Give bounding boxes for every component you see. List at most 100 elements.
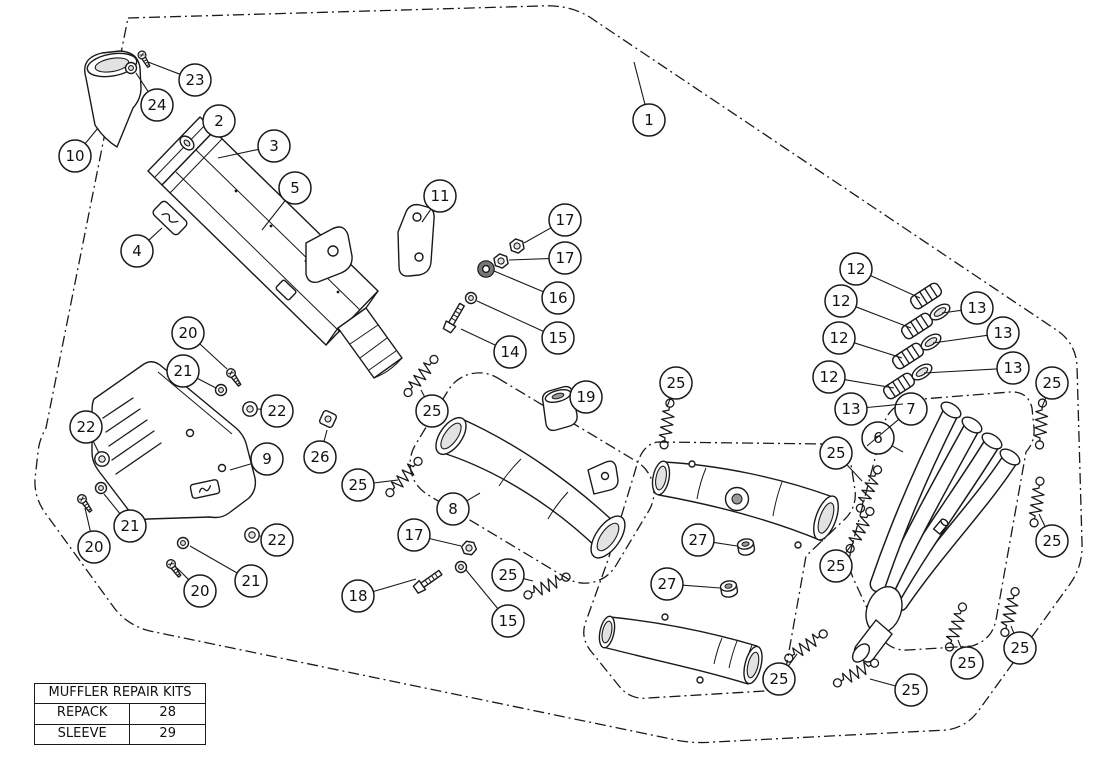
body-lower-seam — [175, 171, 341, 333]
callout-number: 25 — [666, 374, 685, 392]
callout-6: 6 — [861, 421, 904, 455]
callout-balloon — [171, 316, 205, 350]
part-9-heat-shield — [91, 361, 257, 521]
callout-number: 25 — [498, 566, 517, 584]
bracket-hole — [414, 252, 424, 262]
spring-hook-tab — [688, 460, 696, 468]
sleeve-end-arc — [373, 357, 403, 379]
callout-12: 12 — [839, 252, 921, 299]
callout-25: 25 — [762, 653, 798, 696]
part-27-nut — [736, 537, 756, 557]
callout-25: 25 — [950, 639, 984, 680]
callout-leader — [523, 227, 552, 244]
tip-bore — [94, 57, 130, 73]
callout-balloon — [650, 567, 684, 601]
callout-balloon — [824, 284, 858, 318]
part-22-grommet — [242, 401, 258, 417]
callout-balloon — [166, 354, 200, 388]
callout-number: 25 — [1042, 374, 1061, 392]
callout-number: 25 — [826, 444, 845, 462]
callout-number: 12 — [831, 292, 850, 310]
callout-balloon — [178, 63, 212, 97]
callout-11: 11 — [421, 179, 457, 223]
callout-13: 13 — [834, 392, 904, 426]
part-21-washer — [176, 536, 190, 550]
callout-number: 25 — [348, 476, 367, 494]
callout-balloon — [491, 604, 525, 638]
callout-leader — [103, 493, 121, 514]
callout-number: 25 — [1010, 639, 1029, 657]
callout-number: 19 — [576, 388, 595, 406]
sensor-boss — [932, 518, 949, 535]
rivet — [269, 224, 273, 228]
callout-23: 23 — [147, 61, 212, 97]
callout-13: 13 — [941, 291, 994, 325]
callout-4: 4 — [120, 227, 163, 268]
part-8-link-pipe — [435, 416, 626, 559]
callout-balloon — [303, 440, 337, 474]
callout-number: 27 — [657, 575, 676, 593]
repair-kits-title: MUFFLER REPAIR KITS — [35, 684, 205, 705]
callout-balloon — [812, 360, 846, 394]
callout-balloon — [541, 281, 575, 315]
callout-leader — [84, 127, 99, 144]
callout-balloon — [548, 203, 582, 237]
callout-leader — [941, 309, 962, 314]
outlet-spout — [179, 135, 195, 151]
callout-17: 17 — [508, 241, 582, 275]
body-clamp-band — [169, 138, 223, 194]
callout-balloon — [986, 316, 1020, 350]
callout-leader — [787, 653, 798, 667]
callout-number: 13 — [1003, 359, 1022, 377]
callout-number: 25 — [957, 654, 976, 672]
callout-balloon — [822, 321, 856, 355]
shield-hole — [185, 428, 195, 438]
callout-22: 22 — [257, 394, 294, 428]
callout-25: 25 — [415, 389, 449, 428]
tab-hole — [600, 471, 610, 481]
table-row-repack: REPACK 28 — [35, 704, 205, 725]
callout-number: 20 — [190, 582, 209, 600]
callout-number: 14 — [500, 343, 519, 361]
callout-12: 12 — [822, 321, 903, 359]
callout-number: 17 — [404, 526, 423, 544]
part-21-washer — [94, 481, 108, 495]
callout-17: 17 — [523, 203, 582, 244]
part-22-grommet — [94, 451, 110, 467]
callout-25: 25 — [1003, 625, 1037, 665]
part-17-nut — [459, 539, 479, 557]
callout-leader — [92, 441, 100, 454]
callout-balloon — [569, 380, 603, 414]
callout-number: 11 — [430, 187, 449, 205]
callout-number: 7 — [906, 400, 916, 418]
callout-leader — [846, 464, 863, 482]
part-27-nut — [719, 579, 739, 599]
callout-number: 25 — [1042, 532, 1061, 550]
callout-21: 21 — [103, 493, 147, 543]
callout-leader — [323, 429, 328, 442]
callout-number: 6 — [873, 429, 883, 447]
callout-number: 8 — [448, 500, 458, 518]
callout-balloon — [819, 436, 853, 470]
part-25-spring — [400, 351, 442, 401]
kit-number: 28 — [159, 705, 176, 721]
callout-13: 13 — [932, 316, 1020, 350]
callout-number: 25 — [769, 670, 788, 688]
callout-24: 24 — [135, 72, 174, 122]
callout-5: 5 — [261, 171, 312, 231]
callout-20: 20 — [171, 316, 228, 370]
callout-7: 7 — [866, 392, 928, 447]
callout-leader — [633, 61, 646, 105]
callout-leader — [460, 328, 496, 346]
callout-22: 22 — [259, 523, 294, 557]
callout-leader — [147, 61, 181, 75]
weld-seam — [696, 467, 783, 517]
part-25-spring — [941, 600, 971, 654]
part-15-washer — [464, 291, 478, 305]
callout-number: 20 — [178, 324, 197, 342]
callout-25: 25 — [659, 366, 693, 408]
part-24-washer — [124, 61, 138, 75]
pipe-body — [439, 418, 617, 550]
callout-number: 22 — [267, 402, 286, 420]
callout-number: 9 — [262, 450, 272, 468]
